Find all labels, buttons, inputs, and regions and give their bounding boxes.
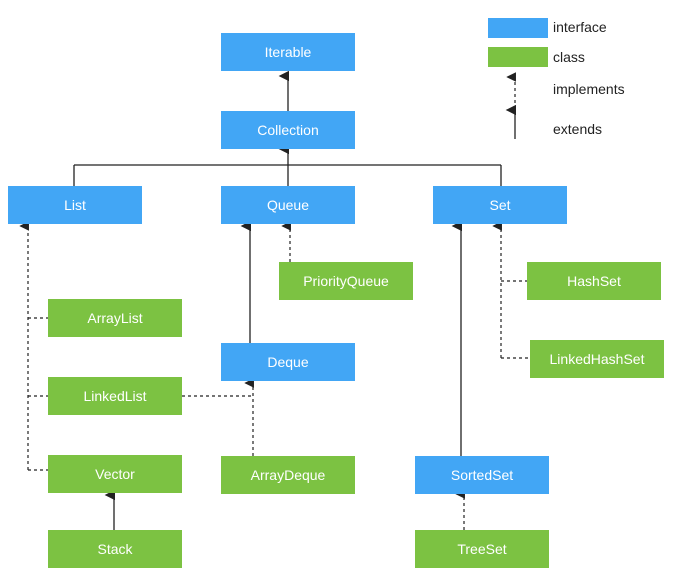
legend-class-swatch bbox=[488, 47, 548, 67]
node-deque: Deque bbox=[221, 343, 355, 381]
legend-extends-label: extends bbox=[553, 121, 603, 137]
node-sorted-set: SortedSet bbox=[415, 456, 549, 494]
node-collection: Collection bbox=[221, 111, 355, 149]
legend-interface-label: interface bbox=[553, 19, 607, 35]
legend-class-label: class bbox=[553, 49, 585, 65]
node-stack: Stack bbox=[48, 530, 182, 568]
node-linked-hash-set: LinkedHashSet bbox=[530, 340, 664, 378]
node-vector: Vector bbox=[48, 455, 182, 493]
node-hash-set: HashSet bbox=[527, 262, 661, 300]
legend-interface-swatch bbox=[488, 18, 548, 38]
node-array-deque: ArrayDeque bbox=[221, 456, 355, 494]
node-set: Set bbox=[433, 186, 567, 224]
legend-implements-label: implements bbox=[553, 81, 625, 97]
node-array-list: ArrayList bbox=[48, 299, 182, 337]
node-tree-set: TreeSet bbox=[415, 530, 549, 568]
node-linked-list: LinkedList bbox=[48, 377, 182, 415]
node-queue: Queue bbox=[221, 186, 355, 224]
node-iterable: Iterable bbox=[221, 33, 355, 71]
node-priority-queue: PriorityQueue bbox=[279, 262, 413, 300]
node-list: List bbox=[8, 186, 142, 224]
